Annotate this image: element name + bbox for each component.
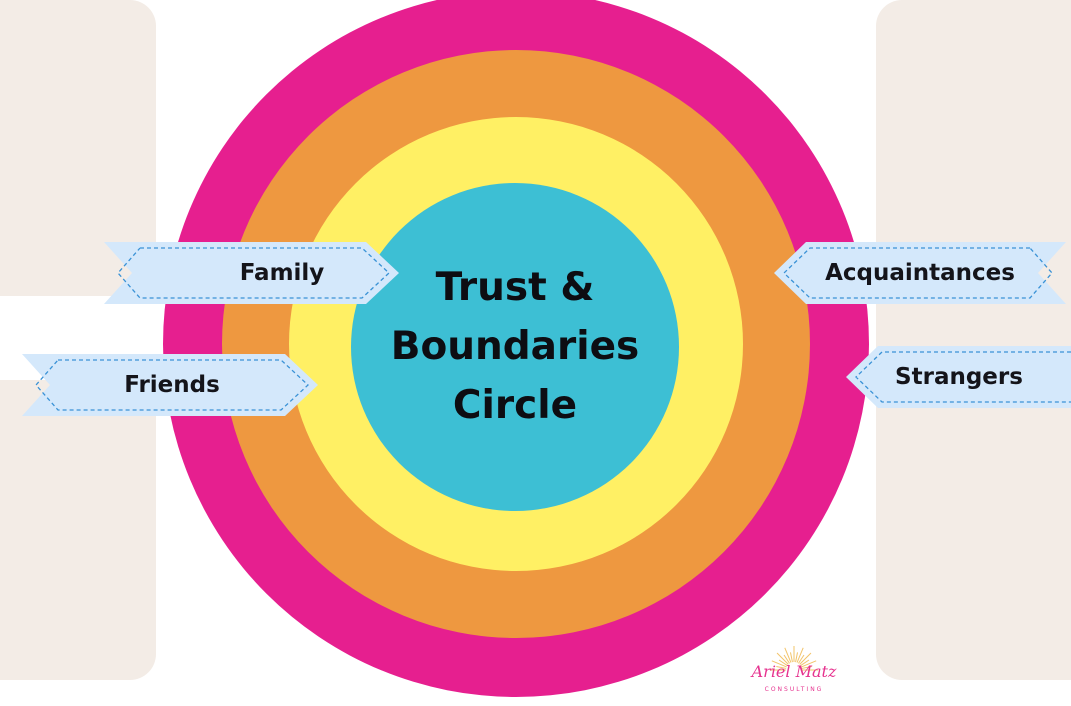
acquaintances-banner: Acquaintances [774, 242, 1066, 304]
sunburst-ray [801, 665, 812, 669]
sunburst-ray [771, 660, 787, 668]
strangers-ribbon-shape [846, 346, 1071, 408]
sunburst-ray [796, 647, 804, 663]
sunburst-ray [783, 654, 790, 664]
strangers-label: Strangers [895, 364, 1023, 390]
sunburst-ray [778, 659, 788, 666]
right-panel [876, 0, 1071, 680]
sunburst-ray [789, 652, 793, 663]
family-label: Family [239, 260, 325, 286]
family-banner: Family [104, 242, 399, 304]
sunburst-ray [799, 652, 812, 665]
sunburst-ray [798, 654, 805, 664]
strangers-banner: Strangers [846, 346, 1071, 408]
ring-family [351, 183, 679, 511]
title-line-1: Trust & [435, 265, 595, 310]
sunburst-icon [770, 646, 818, 671]
friends-label: Friends [124, 372, 220, 398]
sunburst-ray [801, 660, 817, 668]
brand-logo: Ariel Matz CONSULTING [742, 632, 846, 700]
acquaintances-label: Acquaintances [825, 260, 1015, 286]
sunburst-ray [776, 652, 789, 665]
logo-subtitle: CONSULTING [764, 686, 824, 693]
title-line-2: Boundaries [390, 324, 640, 369]
left-bottom-panel [0, 380, 156, 680]
logo-script-text: Ariel Matz [751, 662, 837, 681]
sunburst-ray [795, 652, 799, 663]
title-line-3: Circle [452, 383, 578, 428]
family-ribbon-shape [104, 242, 399, 304]
friends-ribbon-shape [22, 354, 318, 416]
sunburst-ray [784, 647, 792, 663]
friends-banner: Friends [22, 354, 318, 416]
acquaintances-ribbon-shape [774, 242, 1066, 304]
sunburst-ray [776, 665, 787, 669]
sunburst-ray [800, 659, 810, 666]
diagram-title: Trust & Boundaries Circle [355, 258, 675, 435]
